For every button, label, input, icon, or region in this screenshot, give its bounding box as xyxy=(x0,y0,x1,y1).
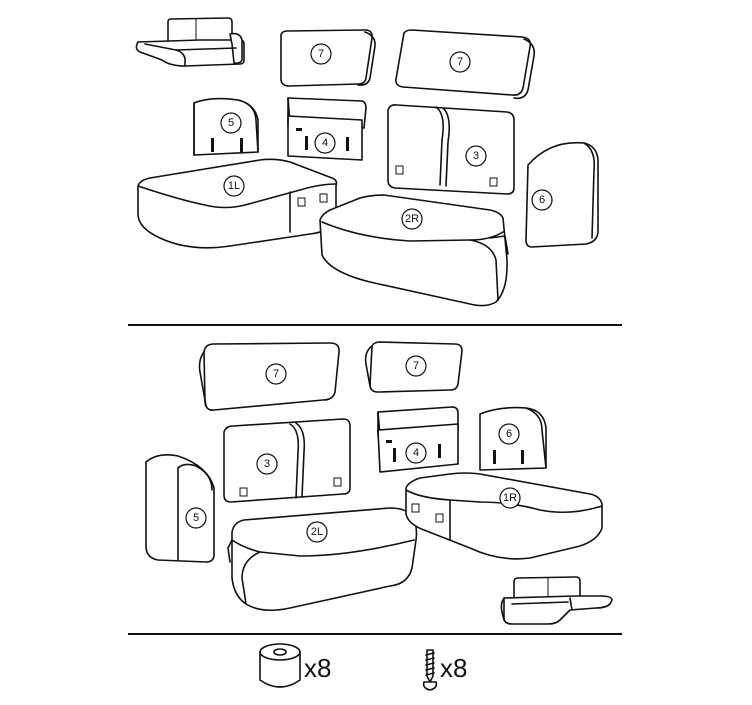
part-badge-7: 7 xyxy=(405,355,427,377)
part-label-2L: 2L xyxy=(311,526,323,538)
part-label-7: 7 xyxy=(273,368,279,380)
part-badge-5: 5 xyxy=(185,507,207,529)
seat-module-1R xyxy=(405,472,603,560)
armrest-5 xyxy=(145,454,215,563)
seat-module-2R xyxy=(319,194,509,307)
part-label-6: 6 xyxy=(506,428,512,440)
part-label-4: 4 xyxy=(413,447,419,459)
part-badge-4: 4 xyxy=(405,442,427,464)
part-label-7: 7 xyxy=(457,56,463,68)
assembled-sofa-thumbnail-bottom xyxy=(500,576,613,625)
part-label-5: 5 xyxy=(228,117,234,129)
feet-quantity: x8 xyxy=(304,653,331,683)
part-badge-6: 6 xyxy=(531,189,553,211)
part-label-7: 7 xyxy=(413,360,419,372)
part-badge-2R: 2R xyxy=(401,208,423,230)
armrest-6 xyxy=(525,141,599,248)
part-label-1L: 1L xyxy=(228,180,240,192)
assembled-sofa-thumbnail-top xyxy=(135,17,245,67)
part-label-4: 4 xyxy=(322,137,328,149)
part-badge-2L: 2L xyxy=(306,521,328,543)
part-label-3: 3 xyxy=(264,458,270,470)
part-label-1R: 1R xyxy=(503,492,517,504)
seat-module-1L xyxy=(137,158,338,249)
part-badge-5: 5 xyxy=(220,112,242,134)
corner-back-module-3 xyxy=(387,104,515,195)
part-badge-4: 4 xyxy=(314,132,336,154)
part-badge-7: 7 xyxy=(310,43,332,65)
part-badge-1L: 1L xyxy=(223,175,245,197)
part-badge-7: 7 xyxy=(265,363,287,385)
foot-icon xyxy=(259,643,301,688)
part-label-5: 5 xyxy=(193,512,199,524)
seat-module-2L xyxy=(227,507,418,612)
screws-quantity: x8 xyxy=(440,653,467,683)
part-badge-7: 7 xyxy=(449,51,471,73)
part-label-3: 3 xyxy=(473,150,479,162)
screw-icon xyxy=(422,649,438,691)
part-badge-3: 3 xyxy=(465,145,487,167)
part-badge-6: 6 xyxy=(498,423,520,445)
part-label-7: 7 xyxy=(318,48,324,60)
part-badge-1R: 1R xyxy=(499,487,521,509)
corner-back-module-3 xyxy=(223,418,351,503)
part-label-2R: 2R xyxy=(405,213,419,225)
part-badge-3: 3 xyxy=(256,453,278,475)
part-label-6: 6 xyxy=(539,194,545,206)
